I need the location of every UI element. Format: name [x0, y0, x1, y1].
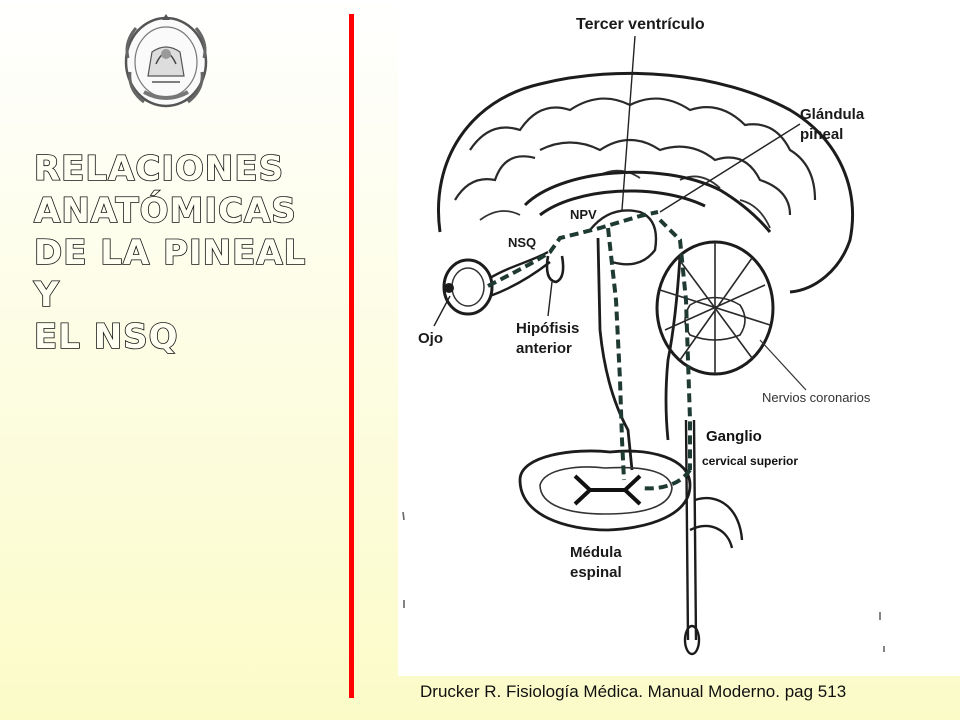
neural-pathway: [487, 210, 692, 491]
title-line: de la pineal y: [33, 232, 307, 316]
eye-pupil: [444, 283, 454, 293]
brain-outline: [437, 71, 854, 294]
spinal-cord-inner: [539, 466, 673, 515]
leader-line-pineal: [659, 123, 801, 213]
leader-line-nervios: [759, 339, 807, 391]
label-tercer-ventriculo: Tercer ventrículo: [576, 16, 705, 33]
red-divider: [349, 14, 354, 698]
brain-gyri-inner: [479, 169, 771, 229]
sympathetic-chain: [684, 419, 698, 641]
pituitary: [545, 255, 565, 284]
ganglion-node: [683, 624, 701, 656]
label-glandula: Glándula: [800, 106, 865, 123]
title-line: anatómicas: [33, 190, 297, 232]
eye-inner: [451, 267, 485, 307]
brain-gyri: [454, 97, 817, 216]
brain-diagram-drawing: [402, 35, 885, 656]
leader-line-hipofisis: [547, 281, 553, 317]
eye: [442, 258, 494, 316]
label-espinal: espinal: [570, 564, 622, 581]
brain-diagram: Tercer ventrículo Glándula pineal NPV NS…: [398, 0, 960, 676]
label-ojo: Ojo: [418, 330, 443, 347]
label-medula: Médula: [570, 544, 622, 561]
label-nervios-coronarios: Nervios coronarios: [762, 390, 871, 405]
label-anterior: anterior: [516, 340, 572, 357]
third-ventricle: [589, 209, 658, 266]
citation-text: Drucker R. Fisiología Médica. Manual Mod…: [420, 682, 847, 701]
label-cervical-superior: cervical superior: [698, 450, 850, 472]
label-nsq: NSQ: [508, 235, 537, 250]
leader-line-ojo: [433, 295, 451, 327]
leader-line-tercer: [621, 35, 636, 211]
brainstem: [596, 237, 682, 471]
label-hipofisis: Hipófisis: [516, 320, 580, 337]
spinal-cord-section: [518, 449, 692, 532]
corpus-callosum: [523, 170, 772, 233]
title-line: el NSQ: [33, 316, 179, 358]
label-ganglio: Ganglio: [702, 426, 766, 448]
scan-marks: [402, 511, 885, 652]
label-npv: NPV: [570, 207, 597, 222]
ganglion-branch: [689, 497, 744, 549]
title-line: Relaciones: [33, 148, 285, 190]
university-seal-icon: [124, 14, 208, 108]
page-title: Relaciones anatómicas de la pineal y el …: [33, 148, 344, 358]
cerebellum-folia: [659, 242, 771, 374]
grey-matter: [573, 474, 642, 506]
label-pineal: pineal: [800, 126, 844, 143]
